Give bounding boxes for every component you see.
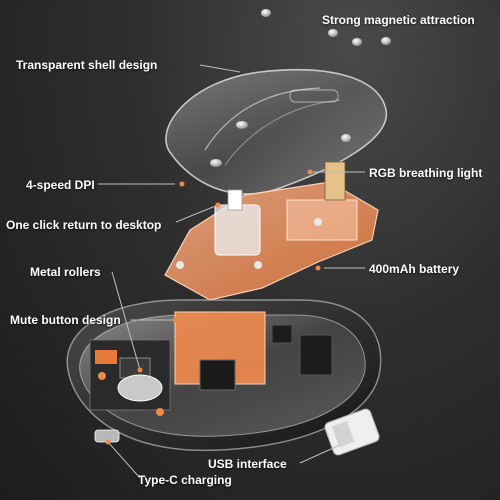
mouse-base [66,299,382,452]
label-mute: Mute button design [10,313,121,327]
label-rgb: RGB breathing light [369,166,483,180]
transparent-top-shell [165,69,388,195]
label-dpi: 4-speed DPI [26,178,95,192]
magnet-icon [352,38,362,46]
label-rollers: Metal rollers [30,265,101,279]
magnet-icon [328,29,338,37]
magnet-icon [261,9,271,17]
label-battery: 400mAh battery [369,262,460,276]
leader-lines [98,64,365,479]
label-usb: USB interface [208,457,287,471]
magnet-icon [381,37,391,45]
label-magnetic: Strong magnetic attraction [322,13,475,27]
leader-dots [105,169,321,445]
label-shell: Transparent shell design [16,58,158,72]
label-typec: Type-C charging [138,473,232,487]
magnet-group [261,9,391,142]
label-one-click: One click return to desktop [6,218,162,232]
usb-receiver [324,408,380,456]
